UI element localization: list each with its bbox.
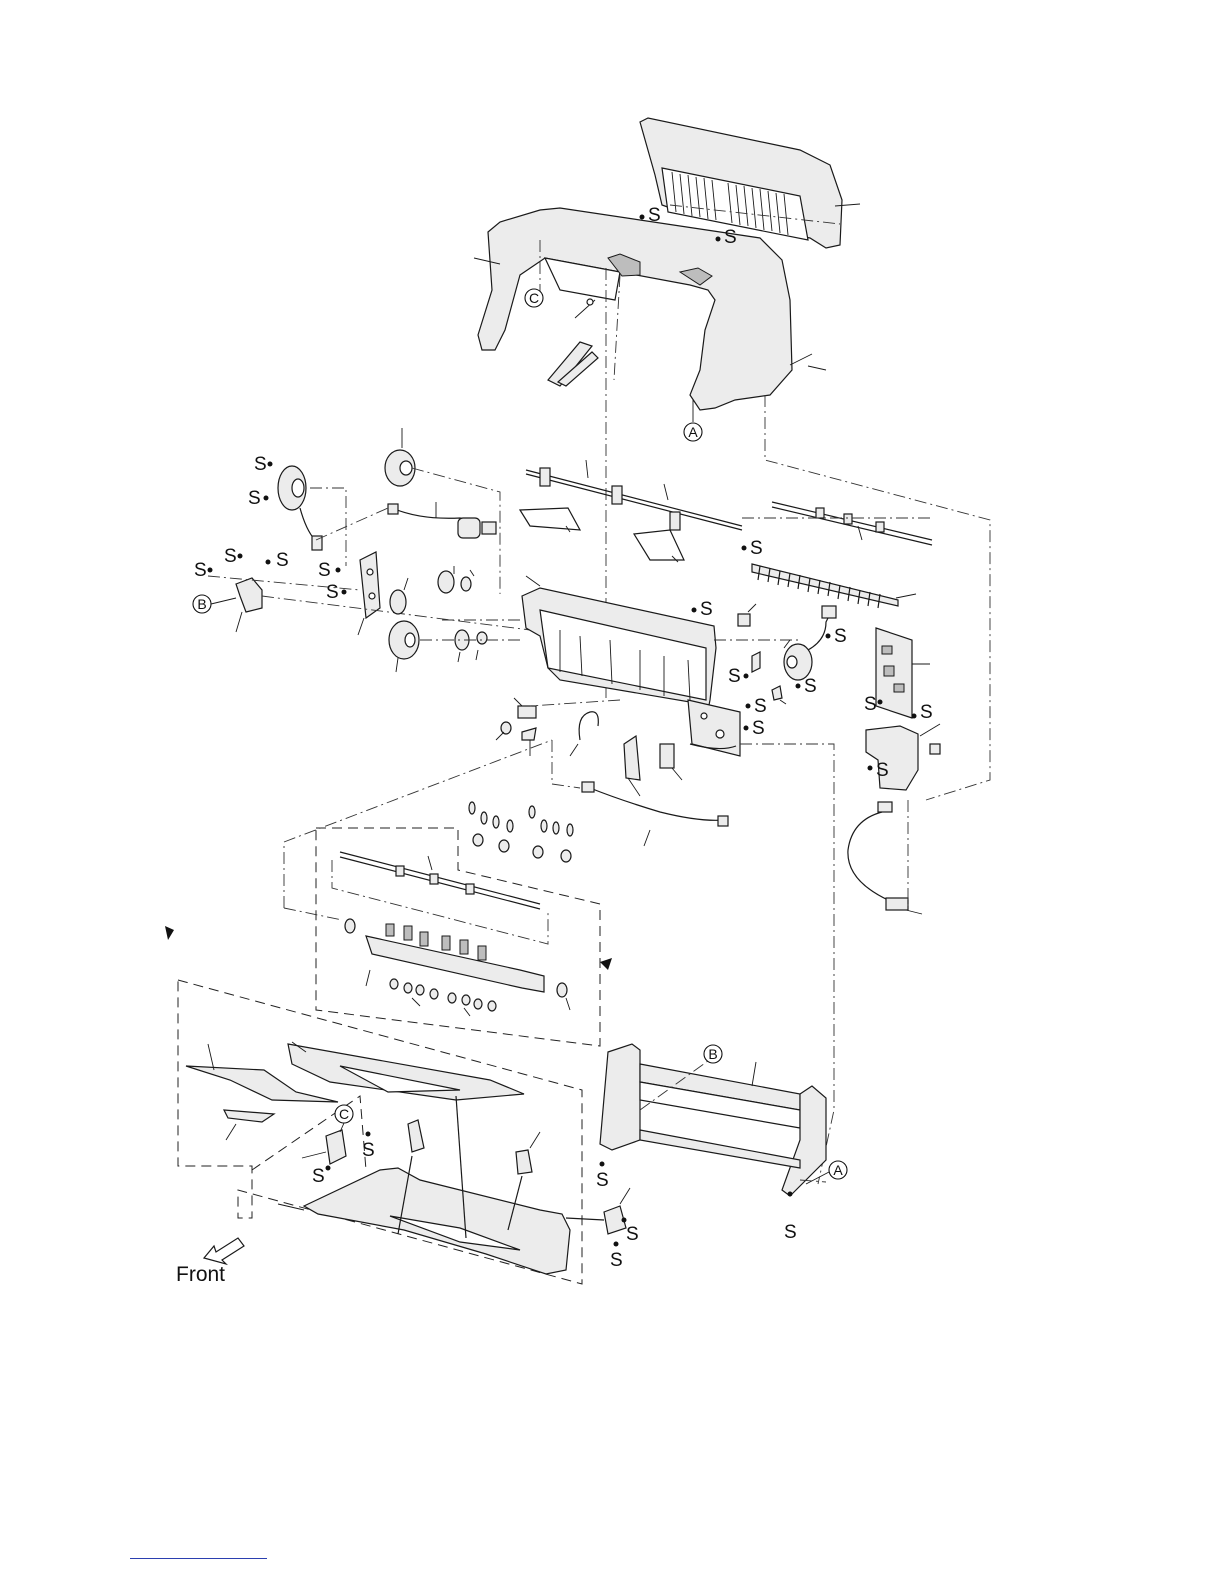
motor-cable [388, 502, 496, 538]
screw-label: S [752, 718, 765, 739]
sensor-harness [552, 740, 728, 846]
screw-label: S [326, 582, 339, 603]
screw-label: S [194, 560, 207, 581]
top-cover-frame [474, 208, 826, 410]
screw-label: S [596, 1170, 609, 1191]
tray-hinge-right [566, 1188, 630, 1234]
screw-label: S [626, 1224, 639, 1245]
front-arrow-icon [204, 1238, 244, 1264]
lever-spring [548, 299, 598, 386]
flap-right [634, 530, 684, 562]
screw-label: S [876, 760, 889, 781]
reference-triangle-left [165, 926, 174, 940]
actuator-parts [496, 698, 598, 756]
central-chassis [522, 576, 716, 720]
screw-label: S [784, 1222, 797, 1243]
screw-label: S [834, 626, 847, 647]
screw-label: S [724, 227, 737, 248]
front-label: Front [176, 1263, 225, 1286]
feed-roller-right [742, 502, 932, 545]
screw-label: S [920, 702, 933, 723]
footer-link-underline [130, 1558, 267, 1559]
screw-label: S [750, 538, 763, 559]
tray-hinge-left [302, 1130, 346, 1164]
screw-label: S [276, 550, 289, 571]
pinch-roller-holder [345, 919, 570, 1016]
large-drive-gear-upper [385, 428, 500, 594]
svg-text:C: C [529, 290, 539, 306]
svg-text:A: A [833, 1162, 843, 1178]
assembly-boundary-roller [316, 828, 600, 1046]
left-drive-motor [278, 466, 322, 550]
screw-label: S [648, 205, 661, 226]
left-side-plate [358, 552, 380, 635]
tray-small-plate [224, 1110, 274, 1140]
svg-text:B: B [708, 1046, 717, 1062]
screw-label: S [610, 1250, 623, 1271]
screw-label: S [312, 1166, 325, 1187]
base-frame [600, 1044, 826, 1196]
screw-label: S [864, 694, 877, 715]
ref-marker-c-top: C [525, 289, 543, 307]
lower-feed-roller [332, 852, 548, 944]
ref-marker-b-bottom: B [704, 1045, 722, 1063]
screw-label: S [224, 546, 237, 567]
screw-label: S [254, 454, 267, 475]
flap-left [520, 508, 580, 532]
exit-tray-upper [288, 1042, 524, 1100]
svg-text:B: B [197, 596, 206, 612]
screw-label: S [728, 666, 741, 687]
right-drive-motor [784, 606, 836, 680]
svg-text:A: A [688, 424, 698, 440]
ref-marker-c-bottom: C [335, 1105, 353, 1132]
screw-label: S [804, 676, 817, 697]
interface-cable [848, 800, 922, 914]
reference-triangle-right [600, 958, 612, 970]
ref-marker-b-left: B [193, 595, 236, 613]
screw-label: S [318, 560, 331, 581]
screw-label: S [362, 1140, 375, 1161]
front-direction-indicator: Front [176, 1238, 244, 1286]
screw-label: S [700, 599, 713, 620]
paper-guide-comb [752, 564, 916, 608]
left-bracket [236, 578, 262, 632]
small-sensor [738, 604, 786, 704]
screw-label: S [248, 488, 261, 509]
svg-text:C: C [339, 1106, 349, 1122]
roller-spring-set [469, 802, 573, 862]
screw-label: S [754, 696, 767, 717]
